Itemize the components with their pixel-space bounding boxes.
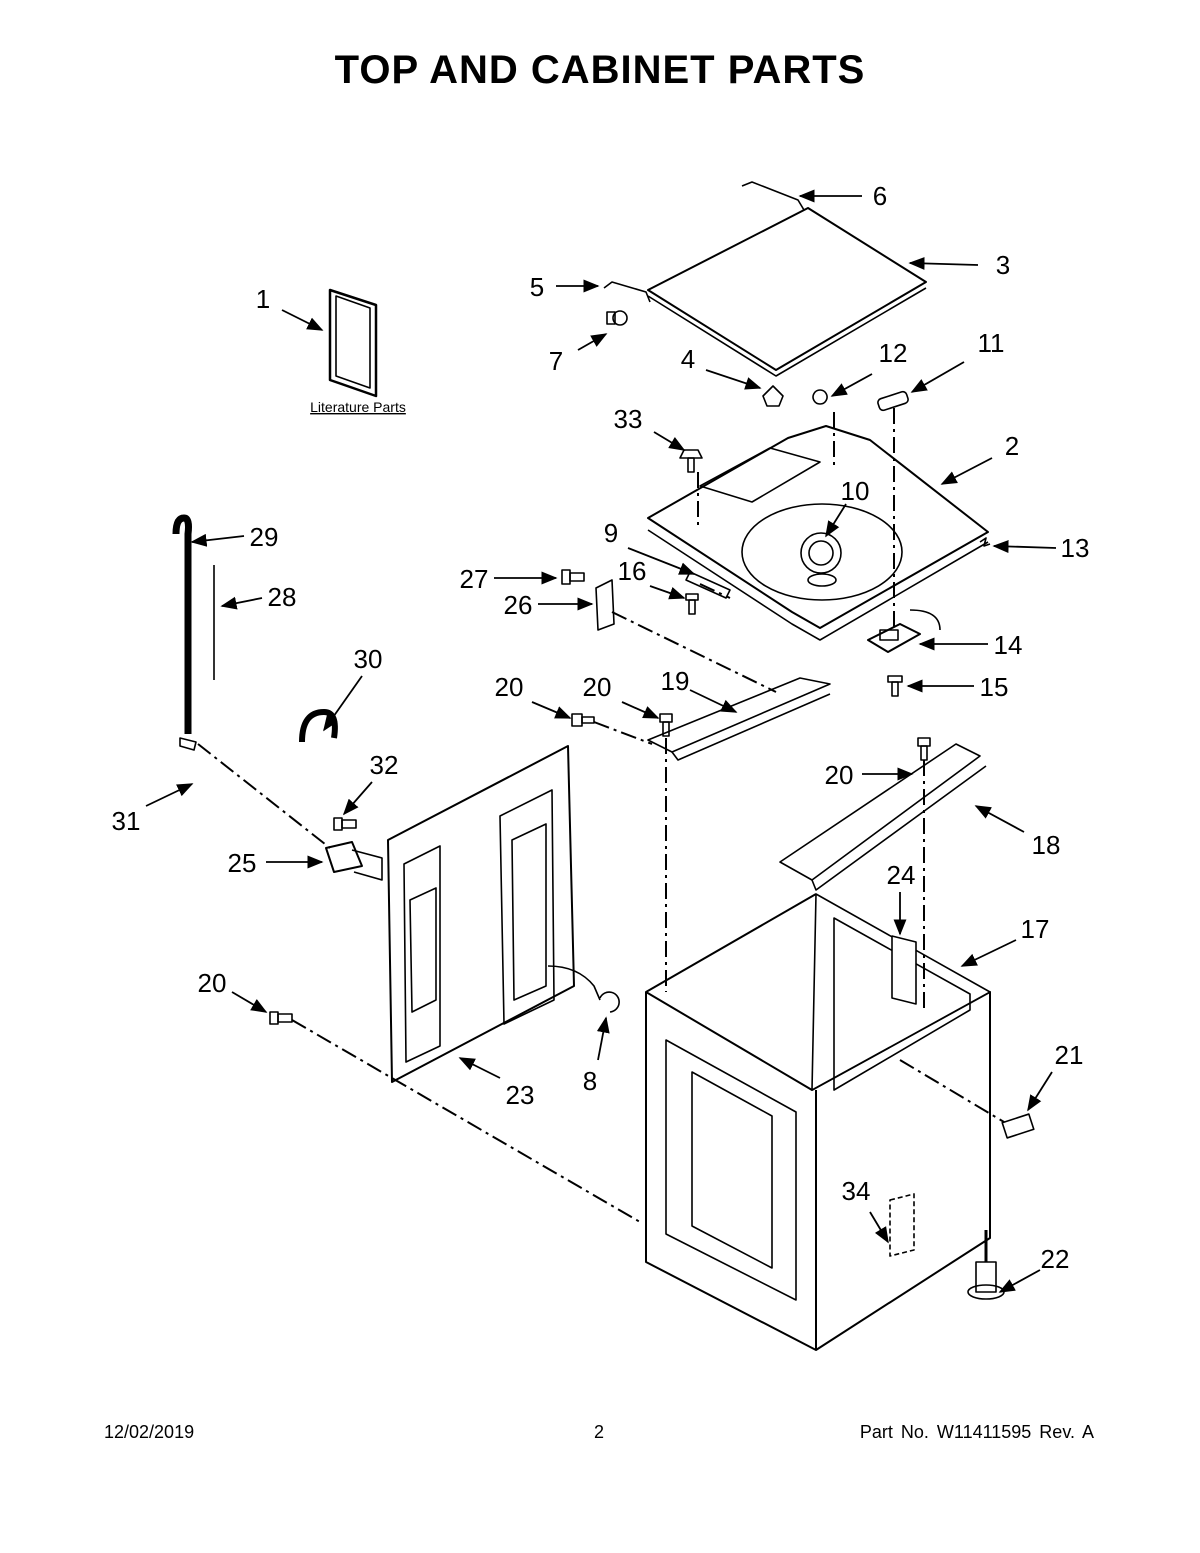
footer-part-number: Part No. W11411595 Rev. A <box>859 1422 1094 1442</box>
callout-9: 9 <box>604 518 618 548</box>
cabinet-top <box>647 425 989 641</box>
rear-panel <box>387 745 601 1083</box>
screw-32 <box>333 817 357 831</box>
page-title: TOP AND CABINET PARTS <box>334 48 866 92</box>
callout-18: 18 <box>1032 830 1061 860</box>
lid-strike <box>877 390 909 412</box>
callout-15: 15 <box>980 672 1009 702</box>
footer-page-number: 2 <box>594 1422 605 1442</box>
lid-bumper <box>606 310 628 326</box>
callout-10: 10 <box>841 476 870 506</box>
screw-33 <box>679 449 703 473</box>
screw-27 <box>561 569 585 585</box>
screw-15 <box>887 675 903 697</box>
bracket-9 <box>685 571 731 599</box>
screw-16 <box>685 593 699 615</box>
callout-3: 3 <box>996 250 1010 280</box>
assembly-lines <box>197 408 1005 1223</box>
grommet <box>812 389 828 405</box>
callout-6: 6 <box>873 181 887 211</box>
wiring-diagram-label <box>891 935 917 1005</box>
callout-25: 25 <box>228 848 257 878</box>
callout-31: 31 <box>112 806 141 836</box>
footer-date: 12/02/2019 <box>104 1422 195 1442</box>
callout-20-b: 20 <box>583 672 612 702</box>
callout-34: 34 <box>842 1176 871 1206</box>
clamp-31 <box>179 737 197 751</box>
callout-28: 28 <box>268 582 297 612</box>
screw-20-a <box>571 713 595 727</box>
hinge-left <box>603 281 651 303</box>
badge <box>1001 1113 1035 1139</box>
lid-lock <box>867 609 941 653</box>
callout-7: 7 <box>549 346 563 376</box>
lid <box>647 207 927 377</box>
callout-2: 2 <box>1005 431 1019 461</box>
callout-29: 29 <box>250 522 279 552</box>
callout-23: 23 <box>506 1080 535 1110</box>
callout-26: 26 <box>504 590 533 620</box>
literature-booklet <box>328 288 378 398</box>
hose-clamp-8 <box>599 991 620 1013</box>
top-brace-18 <box>779 743 987 891</box>
clip-13 <box>979 537 991 547</box>
callout-20-a: 20 <box>495 672 524 702</box>
callout-13: 13 <box>1061 533 1090 563</box>
callout-5: 5 <box>530 272 544 302</box>
clip-26 <box>595 579 615 631</box>
leader-arrows <box>145 189 1057 1293</box>
inlet-valve <box>325 841 383 881</box>
screw-20-c <box>917 737 931 761</box>
cabinet <box>645 893 991 1351</box>
callout-4: 4 <box>681 344 695 374</box>
callout-30: 30 <box>354 644 383 674</box>
callout-24: 24 <box>887 860 916 890</box>
callout-19: 19 <box>661 666 690 696</box>
callout-33: 33 <box>614 404 643 434</box>
callout-16: 16 <box>618 556 647 586</box>
callout-22: 22 <box>1041 1244 1070 1274</box>
callout-20-c: 20 <box>825 760 854 790</box>
callout-1: 1 <box>256 284 270 314</box>
callout-8: 8 <box>583 1066 597 1096</box>
drain-hose <box>172 514 192 734</box>
callout-32: 32 <box>370 750 399 780</box>
callout-14: 14 <box>994 630 1023 660</box>
callout-11: 11 <box>978 328 1005 358</box>
callout-21: 21 <box>1055 1040 1084 1070</box>
literature-parts-label: Literature Parts <box>310 399 406 415</box>
screw-20-b <box>659 713 673 737</box>
callout-20-d: 20 <box>198 968 227 998</box>
label-34 <box>889 1193 915 1257</box>
screw-20-d <box>269 1011 293 1025</box>
callout-numbers: 1 2 3 4 5 6 7 8 9 10 11 12 13 14 15 16 1… <box>112 181 1090 1274</box>
top-brace-19 <box>647 677 831 761</box>
callout-27: 27 <box>460 564 489 594</box>
drain-hose-form <box>299 709 338 743</box>
lid-stopper <box>762 385 784 407</box>
callout-12: 12 <box>879 338 908 368</box>
callout-17: 17 <box>1021 914 1050 944</box>
hinge-right <box>741 181 805 211</box>
